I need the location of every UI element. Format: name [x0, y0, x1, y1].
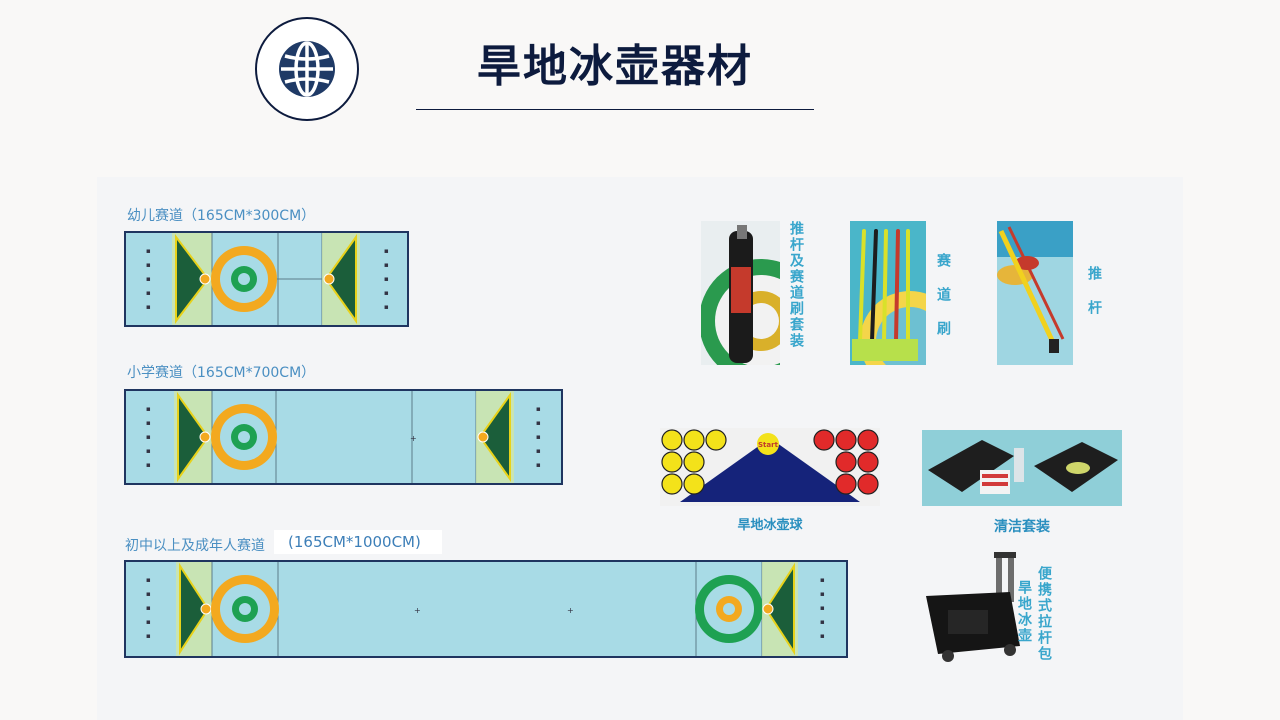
page-title: 旱地冰壶器材 [477, 41, 753, 92]
bag-photo [920, 552, 1032, 664]
svg-text:▪: ▪ [536, 461, 541, 469]
lane-primary-graphic: + ▪ ▪ ▪ ▪ ▪ ▪ ▪ ▪ ▪ ▪ [146, 391, 541, 483]
svg-text:▪: ▪ [384, 289, 389, 297]
svg-text:▪: ▪ [384, 247, 389, 255]
title-underline [416, 109, 814, 110]
stones-label: 旱地冰壶球 [737, 518, 803, 533]
svg-text:▪: ▪ [146, 261, 151, 269]
svg-text:▪: ▪ [146, 461, 151, 469]
bag-label-line2: 旱地冰壶 [1016, 580, 1032, 644]
lane-primary-label: 小学赛道（165CM*700CM） [127, 365, 316, 381]
svg-text:+: + [410, 434, 417, 443]
svg-text:▪: ▪ [536, 433, 541, 441]
lane-primary: + ▪ ▪ ▪ ▪ ▪ ▪ ▪ ▪ ▪ ▪ [124, 389, 563, 485]
svg-text:▪: ▪ [146, 590, 151, 598]
svg-text:▪: ▪ [146, 289, 151, 297]
svg-text:▪: ▪ [536, 447, 541, 455]
bag-label-line1: 便携式拉杆包 [1036, 566, 1052, 662]
lane-adult-label: 初中以上及成年人赛道 [125, 538, 265, 554]
svg-text:▪: ▪ [820, 590, 825, 598]
push-kit-photo [701, 221, 780, 365]
svg-text:▪: ▪ [146, 447, 151, 455]
svg-text:▪: ▪ [384, 275, 389, 283]
lane-kindergarten-graphic: ▪ ▪ ▪ ▪ ▪ ▪ ▪ ▪ ▪ ▪ [146, 233, 389, 325]
svg-text:+: + [414, 606, 421, 615]
svg-text:▪: ▪ [384, 303, 389, 311]
globe-badge [255, 17, 359, 121]
svg-text:▪: ▪ [146, 433, 151, 441]
brush-photo [850, 221, 926, 365]
svg-text:▪: ▪ [146, 419, 151, 427]
stones-start-label: Start [758, 441, 779, 449]
lane-adult-dimension: (165CM*1000CM) [274, 530, 442, 554]
lane-kindergarten-label: 幼儿赛道（165CM*300CM） [127, 208, 316, 224]
cleaning-label: 清洁套装 [994, 519, 1050, 535]
svg-text:▪: ▪ [146, 576, 151, 584]
pusher-photo [997, 221, 1073, 365]
pusher-label: 推 杆 [1086, 266, 1102, 316]
svg-text:▪: ▪ [146, 604, 151, 612]
brush-label: 赛 道 刷 [935, 253, 951, 337]
svg-text:▪: ▪ [820, 576, 825, 584]
svg-text:▪: ▪ [820, 604, 825, 612]
lane-kindergarten: ▪ ▪ ▪ ▪ ▪ ▪ ▪ ▪ ▪ ▪ [124, 231, 409, 327]
stones-photo: Start [660, 428, 880, 506]
svg-text:▪: ▪ [146, 632, 151, 640]
svg-text:▪: ▪ [384, 261, 389, 269]
svg-text:▪: ▪ [820, 618, 825, 626]
cleaning-photo [922, 430, 1122, 506]
svg-text:▪: ▪ [536, 405, 541, 413]
lane-adult-graphic: + + ▪ ▪ ▪ ▪ ▪ ▪ ▪ ▪ ▪ ▪ [146, 562, 825, 656]
svg-text:▪: ▪ [146, 247, 151, 255]
svg-text:▪: ▪ [146, 275, 151, 283]
svg-text:▪: ▪ [820, 632, 825, 640]
lane-adult: + + ▪ ▪ ▪ ▪ ▪ ▪ ▪ ▪ ▪ ▪ [124, 560, 848, 658]
globe-icon [279, 41, 335, 97]
svg-text:▪: ▪ [146, 618, 151, 626]
svg-text:▪: ▪ [536, 419, 541, 427]
svg-text:+: + [567, 606, 574, 615]
svg-text:▪: ▪ [146, 405, 151, 413]
push-kit-label: 推杆及赛道刷套装 [788, 221, 804, 349]
svg-text:▪: ▪ [146, 303, 151, 311]
